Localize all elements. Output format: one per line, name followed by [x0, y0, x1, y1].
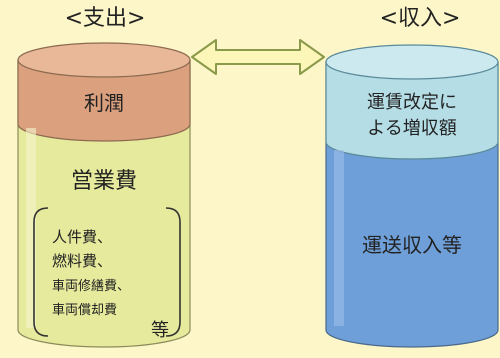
operating-expenses-label: 営業費 — [71, 169, 137, 194]
revenue-cylinder: 運賃改定に よる増収額 運送収入等 — [325, 44, 499, 348]
expenditure-header: <支出> — [65, 6, 146, 31]
expenditure-cylinder-top — [17, 42, 191, 78]
fare-increase-segment — [325, 61, 499, 160]
fare-increase-label-line1: 運賃改定に — [367, 92, 457, 113]
fare-increase-label-line2: よる増収額 — [367, 118, 456, 139]
profit-label: 利潤 — [84, 91, 124, 115]
right-bracket — [165, 207, 181, 337]
transport-revenue-label: 運送収入等 — [362, 233, 462, 257]
profit-segment — [17, 59, 191, 142]
revenue-cylinder-top — [325, 44, 499, 80]
cylinder-highlight — [26, 128, 36, 328]
double-headed-arrow-icon — [191, 39, 325, 75]
revenue-header: <収入> — [380, 6, 461, 31]
expenditure-cylinder: 利潤 営業費 人件費、 燃料費、 車両修繕費、 車両償却費 等 — [17, 42, 191, 348]
left-bracket — [33, 207, 49, 337]
cost-item: 燃料費、 — [52, 252, 112, 270]
cylinder-highlight — [334, 150, 344, 326]
cost-suffix-label: 等 — [151, 320, 169, 341]
cost-item: 車両償却費 — [52, 303, 117, 318]
cost-item: 人件費、 — [52, 228, 112, 246]
cost-item: 車両修繕費、 — [52, 278, 130, 294]
